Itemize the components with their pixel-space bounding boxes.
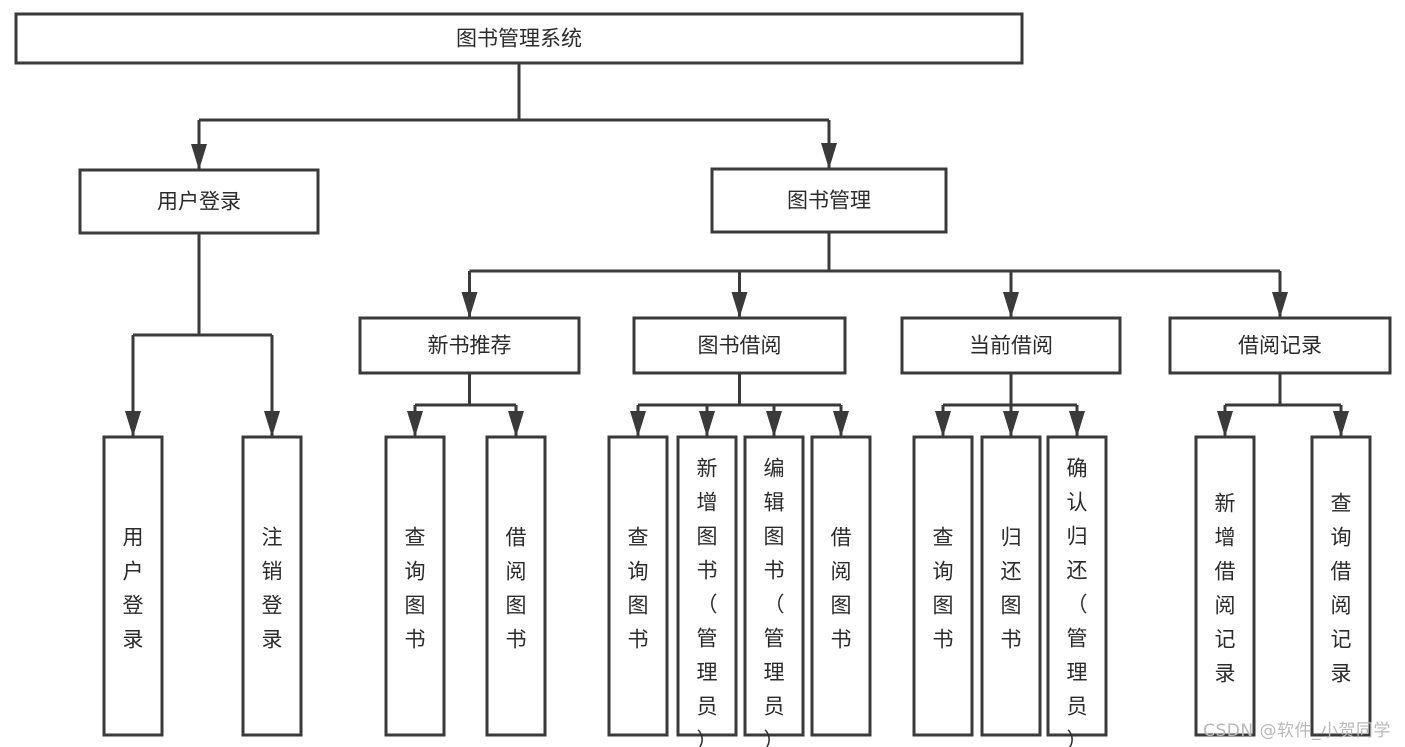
- node-box-user-login-leaf[interactable]: [102, 435, 164, 737]
- arrow-head-icon-cb-return-book: [1003, 411, 1019, 437]
- arrow-head-icon-bb-borrow-book: [833, 411, 849, 437]
- node-borrow-record[interactable]: 借阅记录: [1168, 316, 1392, 375]
- node-box-bb-edit-book-admin[interactable]: [743, 435, 805, 737]
- node-label-book-manage: 图书管理: [787, 189, 871, 213]
- node-nbr-borrow-book[interactable]: 借阅图书: [485, 435, 547, 737]
- arrow-head-icon-bb-add-book-admin: [699, 411, 715, 437]
- arrow-head-icon-book-manage: [821, 143, 837, 169]
- node-label-borrow-record: 借阅记录: [1238, 334, 1322, 358]
- node-box-nbr-borrow-book[interactable]: [485, 435, 547, 737]
- node-label-current-borrow: 当前借阅: [969, 334, 1053, 358]
- node-bb-edit-book-admin[interactable]: 编辑图书（管理员）: [743, 435, 805, 747]
- arrow-head-icon-current-borrow: [1003, 292, 1019, 318]
- node-nbr-query-book[interactable]: 查询图书: [384, 435, 446, 737]
- node-label-bb-borrow-book: 借阅图书: [831, 526, 852, 652]
- node-box-root[interactable]: [14, 12, 1024, 65]
- node-box-user-logout-leaf[interactable]: [241, 435, 303, 737]
- node-label-bb-edit-book-admin: 编辑图书（管理员）: [764, 457, 785, 747]
- arrow-head-icon-user-login-leaf: [125, 411, 141, 437]
- node-user-login[interactable]: 用户登录: [78, 168, 320, 235]
- node-label-nbr-query-book: 查询图书: [405, 526, 426, 652]
- node-label-user-login-leaf: 用户登录: [123, 526, 144, 652]
- node-box-br-query-record[interactable]: [1310, 435, 1372, 737]
- node-layer: 图书管理系统用户登录用户登录注销登录图书管理新书推荐查询图书借阅图书图书借阅查询…: [14, 12, 1392, 747]
- node-label-bb-query-book: 查询图书: [628, 526, 649, 652]
- arrow-head-icon-book-borrow: [731, 292, 748, 318]
- node-book-borrow[interactable]: 图书借阅: [632, 316, 847, 375]
- arrow-head-icon-br-query-record: [1333, 411, 1349, 437]
- node-box-borrow-record[interactable]: [1168, 316, 1392, 375]
- arrow-head-icon-br-add-record: [1217, 411, 1233, 437]
- node-box-book-manage[interactable]: [710, 167, 948, 234]
- node-label-bb-add-book-admin: 新增图书（管理员）: [697, 457, 718, 747]
- node-label-br-add-record: 新增借阅记录: [1215, 492, 1236, 686]
- arrow-head-icon-user-login: [191, 144, 207, 170]
- node-book-manage[interactable]: 图书管理: [710, 167, 948, 234]
- node-bb-add-book-admin[interactable]: 新增图书（管理员）: [676, 435, 738, 747]
- arrow-head-icon-new-book-recommend: [461, 292, 478, 318]
- node-br-query-record[interactable]: 查询借阅记录: [1310, 435, 1372, 737]
- node-box-br-add-record[interactable]: [1194, 435, 1256, 737]
- watermark: CSDN @软件_小贺同学: [1203, 721, 1391, 741]
- connector-layer: [125, 63, 1349, 437]
- node-bb-borrow-book[interactable]: 借阅图书: [810, 435, 872, 737]
- node-box-new-book-recommend[interactable]: [358, 316, 581, 375]
- node-box-bb-query-book[interactable]: [607, 435, 669, 737]
- node-label-user-login: 用户登录: [157, 190, 241, 214]
- node-root[interactable]: 图书管理系统: [14, 12, 1024, 65]
- node-box-cb-confirm-return-admin[interactable]: [1046, 435, 1108, 737]
- arrow-head-icon-cb-confirm-return-admin: [1069, 411, 1085, 437]
- node-box-book-borrow[interactable]: [632, 316, 847, 375]
- node-br-add-record[interactable]: 新增借阅记录: [1194, 435, 1256, 737]
- node-label-br-query-record: 查询借阅记录: [1331, 492, 1352, 686]
- node-label-book-borrow: 图书借阅: [698, 334, 782, 358]
- arrow-head-icon-nbr-borrow-book: [508, 411, 524, 437]
- node-cb-confirm-return-admin[interactable]: 确认归还（管理员）: [1046, 435, 1108, 747]
- node-label-new-book-recommend: 新书推荐: [428, 334, 512, 358]
- node-box-bb-borrow-book[interactable]: [810, 435, 872, 737]
- node-box-bb-add-book-admin[interactable]: [676, 435, 738, 737]
- node-label-root: 图书管理系统: [456, 27, 582, 51]
- arrow-head-icon-borrow-record: [1272, 292, 1288, 318]
- node-bb-query-book[interactable]: 查询图书: [607, 435, 669, 737]
- node-label-cb-query-book: 查询图书: [933, 526, 954, 652]
- arrow-head-icon-cb-query-book: [935, 411, 951, 437]
- node-label-cb-return-book: 归还图书: [1001, 526, 1022, 652]
- node-cb-query-book[interactable]: 查询图书: [912, 435, 974, 737]
- arrow-head-icon-bb-edit-book-admin: [766, 411, 782, 437]
- node-label-user-logout-leaf: 注销登录: [262, 526, 283, 652]
- node-label-nbr-borrow-book: 借阅图书: [506, 526, 527, 652]
- node-new-book-recommend[interactable]: 新书推荐: [358, 316, 581, 375]
- node-box-cb-return-book[interactable]: [980, 435, 1042, 737]
- node-box-cb-query-book[interactable]: [912, 435, 974, 737]
- node-box-nbr-query-book[interactable]: [384, 435, 446, 737]
- node-current-borrow[interactable]: 当前借阅: [900, 316, 1122, 375]
- arrow-head-icon-nbr-query-book: [407, 411, 423, 437]
- node-user-logout-leaf[interactable]: 注销登录: [241, 435, 303, 737]
- node-box-user-login[interactable]: [78, 168, 320, 235]
- arrow-head-icon-user-logout-leaf: [264, 411, 280, 437]
- arrow-head-icon-bb-query-book: [630, 411, 646, 437]
- node-label-cb-confirm-return-admin: 确认归还（管理员）: [1067, 457, 1088, 747]
- node-box-current-borrow[interactable]: [900, 316, 1122, 375]
- node-cb-return-book[interactable]: 归还图书: [980, 435, 1042, 737]
- node-user-login-leaf[interactable]: 用户登录: [102, 435, 164, 737]
